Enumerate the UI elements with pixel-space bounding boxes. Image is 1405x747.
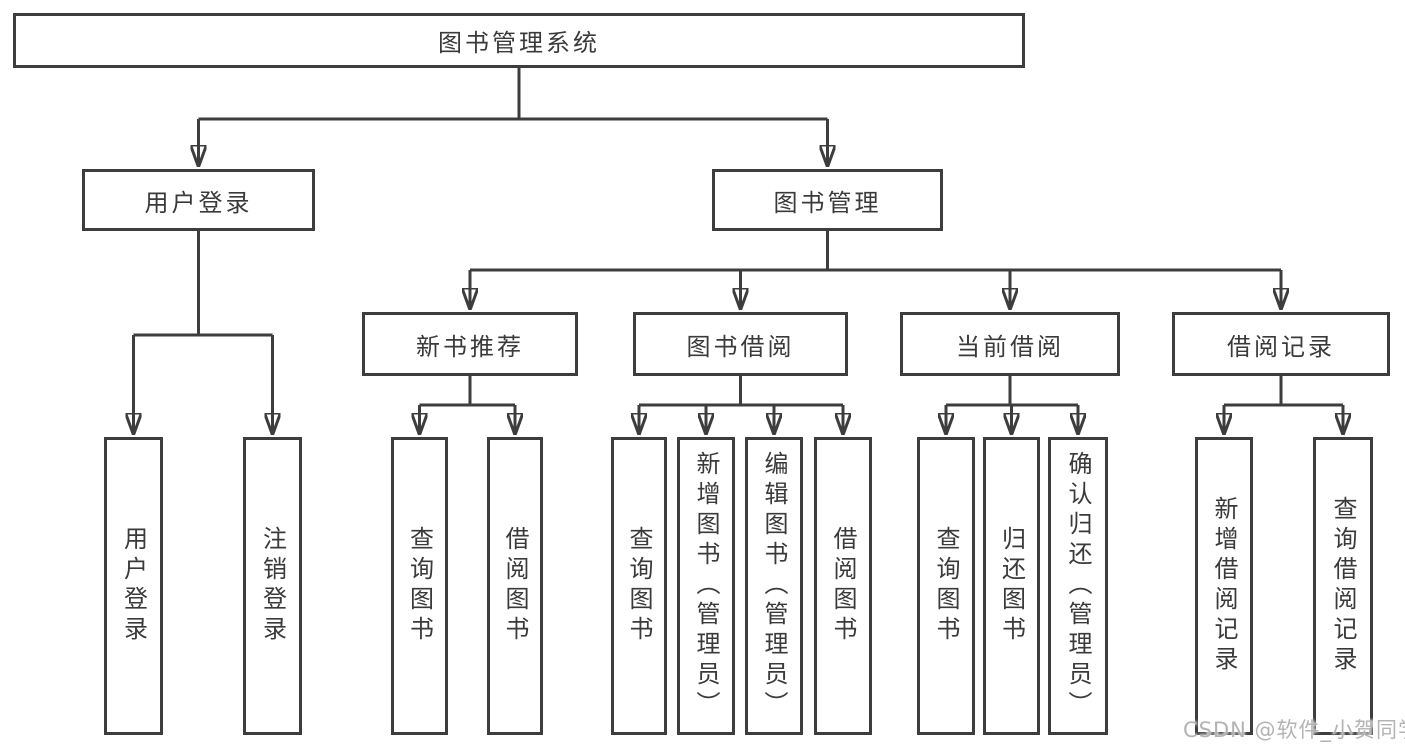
node-book-borrow-label: 图书借阅 (686, 332, 795, 361)
leaf-borrow-books-2: 借阅图书 (814, 437, 872, 735)
leaf-borrow-books-1: 借阅图书 (487, 437, 543, 735)
node-new-book-recommend: 新书推荐 (362, 312, 578, 376)
leaf-add-borrow-record-label: 新增借阅记录 (1210, 496, 1238, 676)
leaf-confirm-return-admin-label: 确认归还（管理员） (1064, 451, 1092, 721)
node-borrow-records-label: 借阅记录 (1227, 332, 1335, 361)
leaf-query-books-2: 查询图书 (611, 437, 667, 735)
leaf-query-books-1: 查询图书 (391, 437, 448, 735)
leaf-query-books-1-label: 查询图书 (405, 526, 434, 646)
leaf-add-book-admin-label: 新增图书（管理员） (692, 451, 720, 721)
leaf-return-book-label: 归还图书 (997, 526, 1026, 646)
node-root-label: 图书管理系统 (438, 29, 600, 57)
leaf-logout: 注销登录 (243, 437, 302, 735)
leaf-edit-book-admin-label: 编辑图书（管理员） (760, 451, 788, 721)
leaf-add-book-admin: 新增图书（管理员） (677, 437, 735, 735)
edge-trunks (133, 68, 1343, 407)
watermark: CSDN @软件_小贺同学 (1183, 718, 1405, 742)
leaf-user-login-label: 用户登录 (119, 526, 148, 646)
leaf-return-book: 归还图书 (983, 437, 1040, 735)
node-book-management: 图书管理 (712, 169, 943, 231)
leaf-borrow-books-2-label: 借阅图书 (829, 526, 857, 646)
leaf-query-borrow-record-label: 查询借阅记录 (1329, 496, 1357, 676)
node-current-borrow: 当前借阅 (900, 312, 1120, 376)
node-book-borrow: 图书借阅 (633, 312, 848, 376)
leaf-query-books-2-label: 查询图书 (625, 526, 653, 646)
leaf-edit-book-admin: 编辑图书（管理员） (745, 437, 803, 735)
leaf-query-books-3-label: 查询图书 (932, 526, 960, 646)
node-user-login-label: 用户登录 (144, 188, 253, 217)
leaf-add-borrow-record: 新增借阅记录 (1195, 437, 1253, 735)
node-user-login: 用户登录 (82, 169, 315, 231)
leaf-logout-label: 注销登录 (258, 526, 287, 646)
leaf-user-login: 用户登录 (104, 437, 163, 735)
node-new-book-recommend-label: 新书推荐 (416, 332, 524, 361)
node-book-management-label: 图书管理 (773, 188, 882, 217)
leaf-query-books-3: 查询图书 (917, 437, 975, 735)
leaf-confirm-return-admin: 确认归还（管理员） (1048, 437, 1108, 735)
leaf-borrow-books-1-label: 借阅图书 (501, 526, 529, 646)
node-borrow-records: 借阅记录 (1172, 312, 1390, 376)
leaf-query-borrow-record: 查询借阅记录 (1313, 437, 1373, 735)
node-root: 图书管理系统 (13, 13, 1025, 68)
node-current-borrow-label: 当前借阅 (956, 332, 1064, 361)
